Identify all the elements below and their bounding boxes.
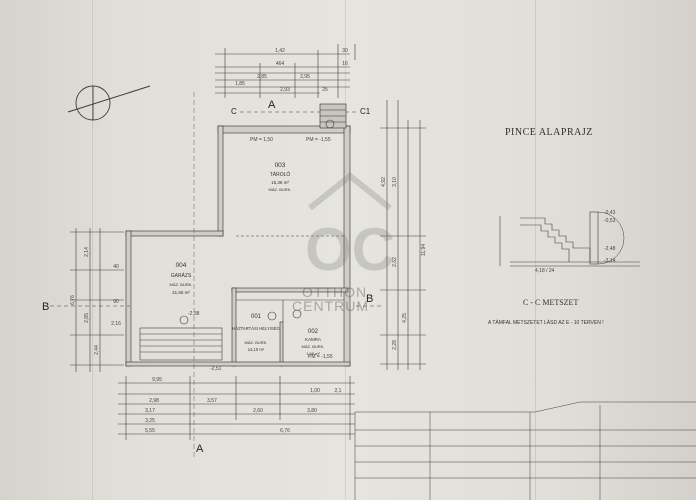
- dimension-label: 6,76: [280, 428, 290, 434]
- dimension-label: 2,62: [392, 257, 398, 267]
- room-003-name: TÁROLÓ: [270, 171, 291, 178]
- section-marker-a-bottom: A: [196, 443, 204, 455]
- dimension-label: 3,25: [145, 418, 155, 424]
- dimension-label: 25: [322, 87, 328, 93]
- dimension-label: 2,85: [84, 313, 90, 323]
- section-title: C - C METSZET: [523, 298, 579, 307]
- room-003-floor: MÁZ. BURK.: [269, 187, 292, 192]
- room-003-area: 15,36 m²: [271, 180, 289, 185]
- right-dimension-lines: [380, 100, 426, 370]
- watermark-text: OTTHON CENTRUM: [292, 285, 369, 313]
- section-level: -2,48: [604, 246, 616, 252]
- paper-fold: [92, 0, 93, 500]
- dimension-label: 2,60: [253, 408, 263, 414]
- dimension-label: 2,14: [84, 247, 90, 257]
- room-004-id: 004: [176, 262, 187, 269]
- dimension-label: 9,95: [152, 377, 162, 383]
- dimension-label: 3,57: [207, 398, 217, 404]
- room-002-id: 002: [308, 329, 319, 335]
- dimension-label: 1,42: [275, 48, 285, 54]
- room-004-floor: MÁZ. BURK.: [170, 282, 193, 287]
- garage-ramp: [139, 327, 223, 361]
- room-001-area: 14,10 m²: [248, 347, 265, 352]
- section-note: A TÁMFAL METSZETET LÁSD AZ E - 10 TERVEN…: [488, 320, 604, 326]
- room-002-floor: MÁZ. BURK.: [302, 344, 325, 349]
- level-mark: -2,38: [188, 311, 200, 317]
- dimension-label: 2,28: [392, 340, 398, 350]
- level-mark: PM = -1,55: [306, 137, 331, 143]
- paper-fold: [535, 0, 536, 500]
- logo-letters: OC: [305, 216, 395, 283]
- sheet-title: PINCE ALAPRAJZ: [505, 127, 593, 138]
- section-level: -0,43: [604, 210, 616, 216]
- room-002-area: 1,58 m²: [306, 351, 320, 356]
- dimension-label: 2,16: [111, 321, 121, 327]
- dimension-label: 90: [113, 299, 119, 305]
- section-level: -3,14: [604, 258, 616, 264]
- dimension-label: 2,98: [149, 398, 159, 404]
- level-mark: PM = 1,50: [250, 137, 273, 143]
- room-002-name: KAMRA: [305, 337, 321, 342]
- dimension-label: 4,25: [402, 313, 408, 323]
- dimension-label: 1,85: [235, 81, 245, 87]
- dimension-label: 464: [276, 61, 285, 67]
- section-marker-c1: C1: [360, 107, 371, 116]
- dimension-label: 3,17: [145, 408, 155, 414]
- watermark-line-2: CENTRUM: [292, 298, 369, 314]
- section-c-c-sketch: [499, 211, 640, 267]
- section-marker-a-top: A: [268, 99, 276, 111]
- dimension-label: 2,44: [94, 345, 100, 355]
- dimension-label: 30: [342, 48, 348, 54]
- top-dimension-lines: [215, 44, 356, 98]
- dimension-label: 5,55: [145, 428, 155, 434]
- title-block: [354, 401, 696, 500]
- room-004-name: GARÁZS: [171, 272, 192, 279]
- dimension-label: 3,10: [392, 177, 398, 187]
- room-001-floor: MÁZ. BURK.: [245, 340, 268, 345]
- level-mark: -2,51: [210, 366, 222, 372]
- dimension-label: 2,1: [335, 388, 342, 394]
- room-001-name: HÁZTARTÁSI HELYISÉG: [232, 326, 279, 331]
- section-marker-c: C: [231, 107, 237, 116]
- dimension-label: 2,93: [280, 87, 290, 93]
- section-marker-b-right: B: [366, 293, 373, 305]
- north-arrow-icon: [67, 85, 151, 121]
- section-marker-b-left: B: [42, 301, 49, 313]
- walls: [125, 103, 351, 367]
- bottom-dimension-lines: [118, 376, 355, 440]
- watermark-line-1: OTTHON: [302, 284, 368, 300]
- section-level: -0,53: [604, 218, 616, 224]
- section-level: 4,18 / 24: [535, 268, 555, 274]
- room-004-area: 31,56 m²: [172, 290, 190, 295]
- dimension-label: 16: [342, 61, 348, 67]
- room-001-id: 001: [251, 314, 262, 320]
- dimension-label: 1,00: [310, 388, 320, 394]
- dimension-label: 3,80: [307, 408, 317, 414]
- dimension-label: 2,85: [257, 74, 267, 80]
- dimension-label: 6,76: [70, 295, 76, 305]
- level-mark: PM = -1,55: [308, 354, 333, 360]
- dimension-label: 40: [113, 264, 119, 270]
- dimension-label: 11,94: [421, 244, 427, 256]
- dimension-label: 2,95: [300, 74, 310, 80]
- left-dimension-lines: [70, 228, 124, 372]
- dimension-label: 4,92: [381, 177, 387, 187]
- otthon-centrum-logo: OC: [305, 172, 395, 283]
- room-003-id: 003: [275, 162, 286, 169]
